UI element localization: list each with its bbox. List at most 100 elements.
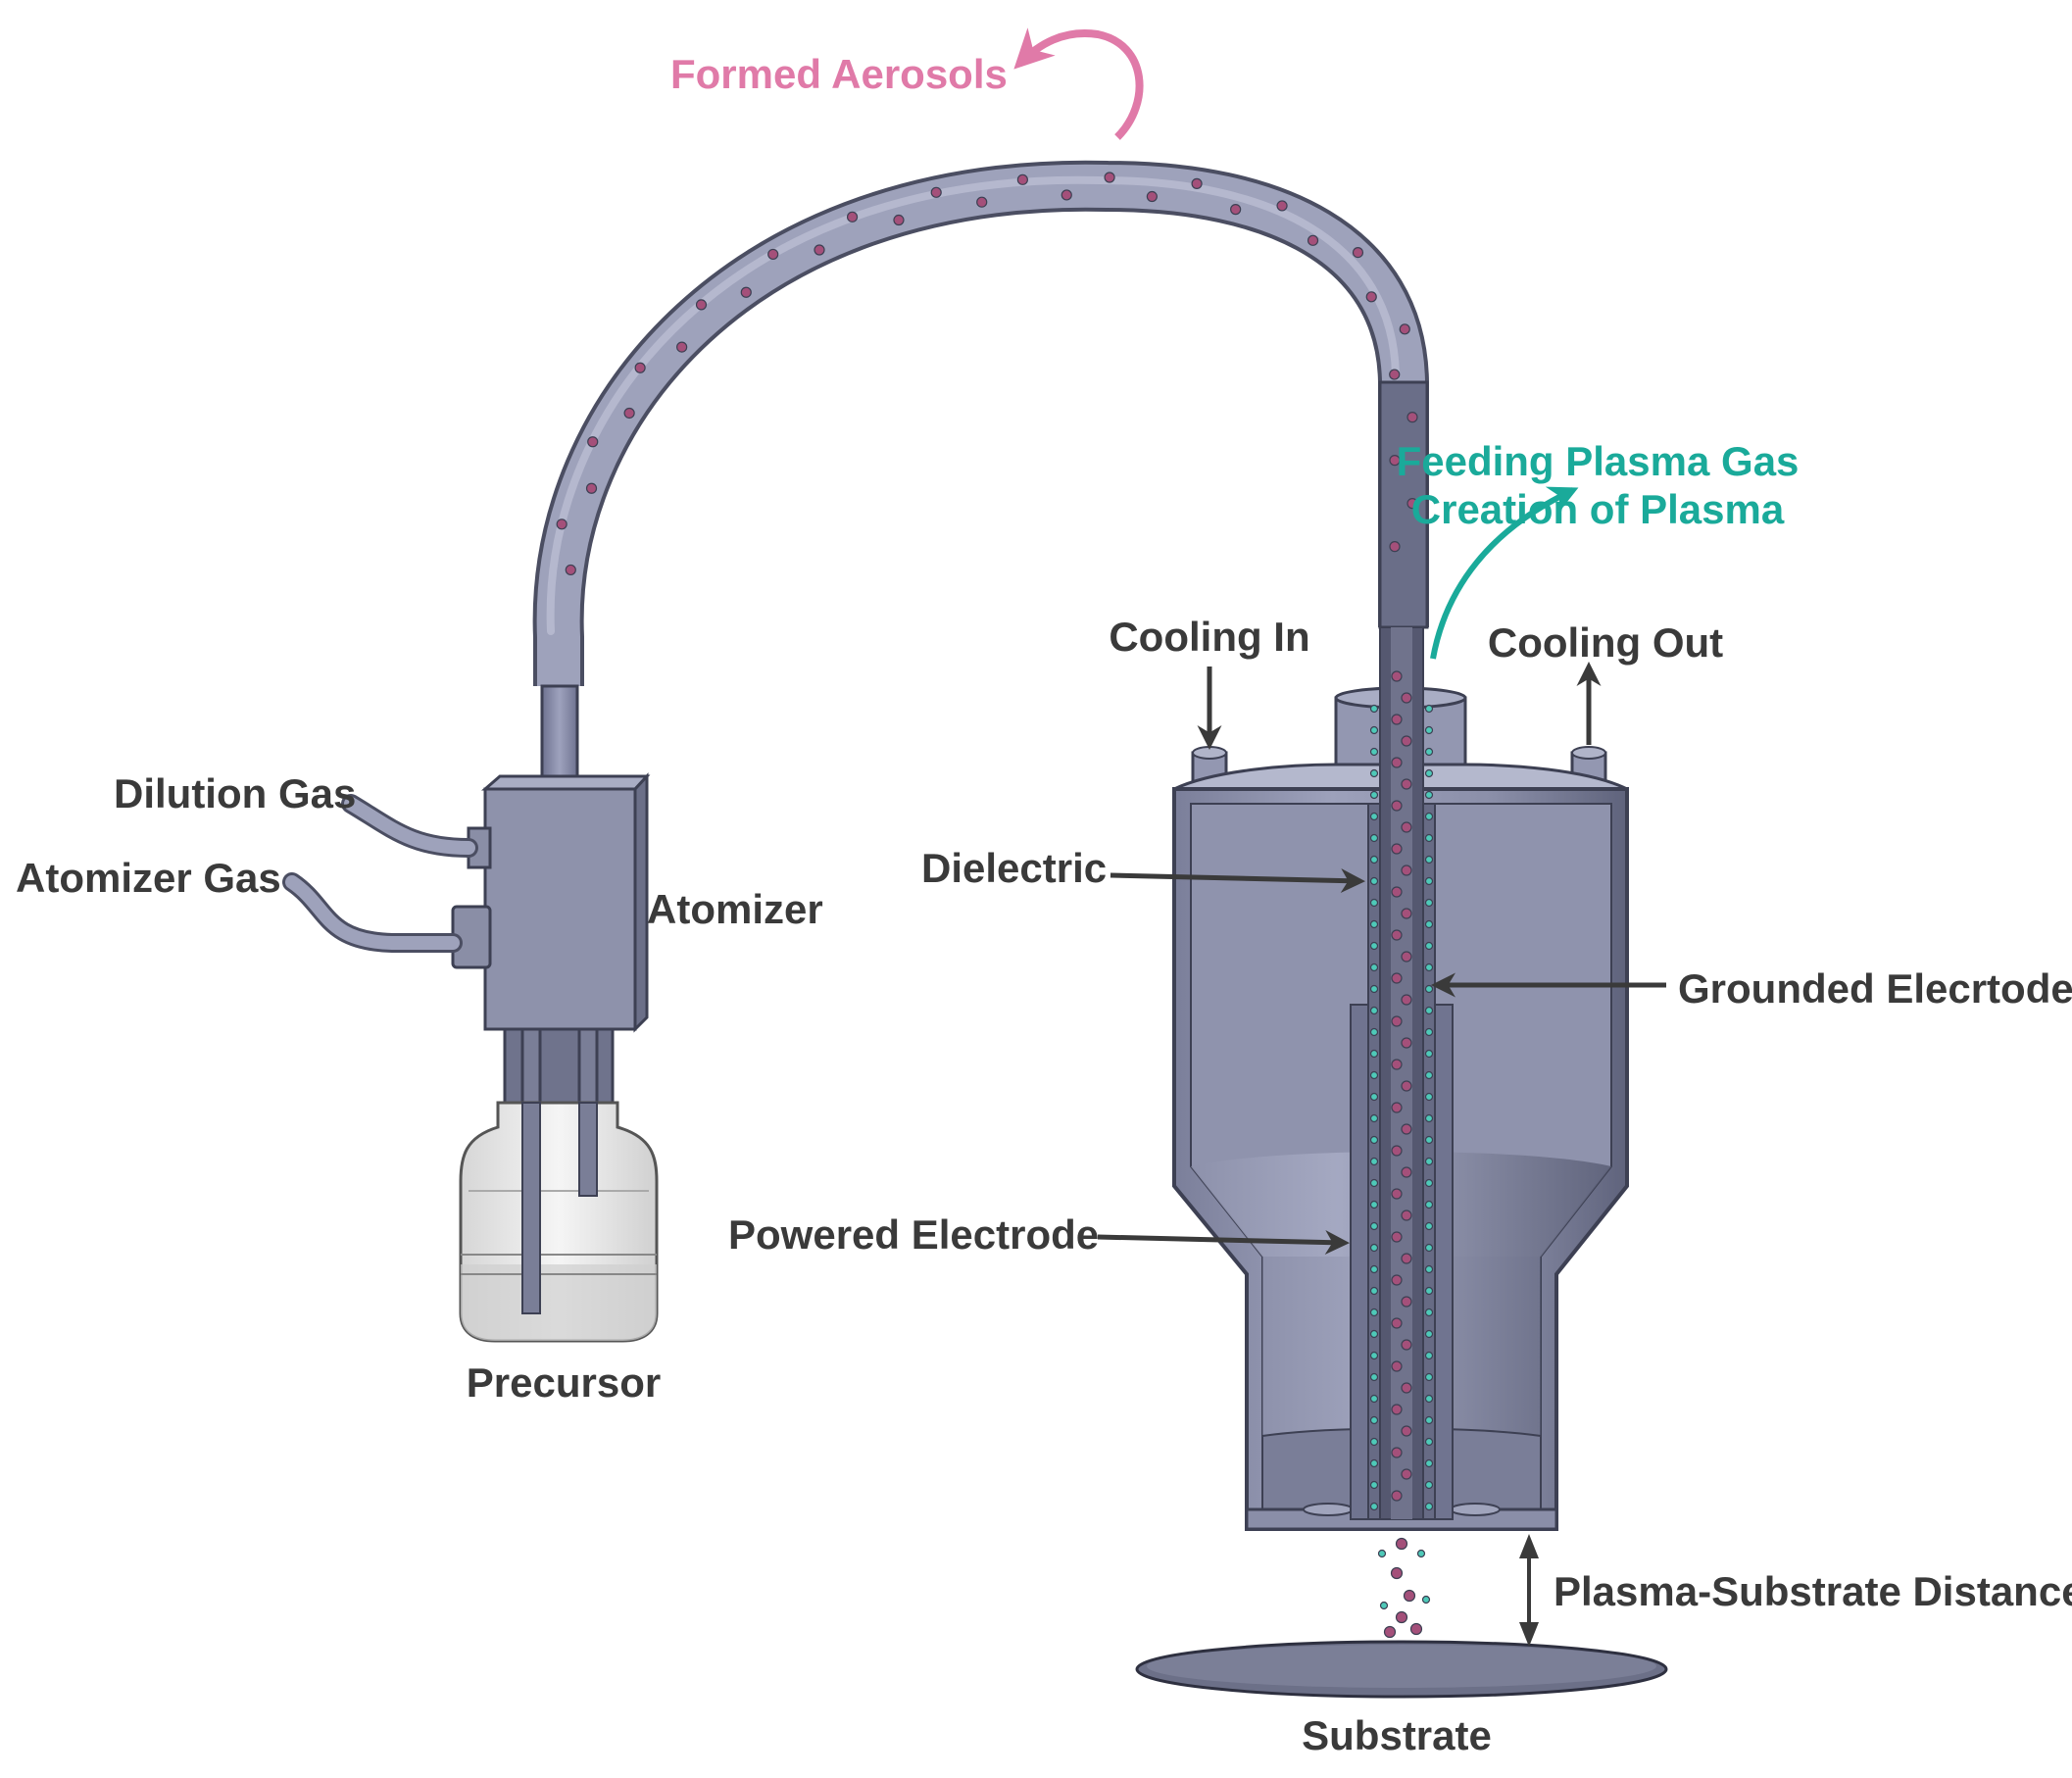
particle	[1391, 1188, 1403, 1200]
particle	[1369, 768, 1379, 778]
particle	[1401, 1339, 1412, 1351]
particle	[1369, 1049, 1379, 1059]
particle	[1416, 1549, 1426, 1558]
particle	[1424, 812, 1434, 821]
particle	[1369, 1006, 1379, 1015]
particle	[1365, 291, 1377, 303]
particle	[1391, 972, 1403, 984]
cooling-out-label: Cooling Out	[1488, 619, 1723, 666]
particle	[1424, 1200, 1434, 1210]
formed-aerosols-arrow	[1013, 27, 1144, 140]
particle	[1369, 1221, 1379, 1231]
particle	[1424, 725, 1434, 735]
particle	[1391, 714, 1403, 725]
particle	[1391, 843, 1403, 855]
particle	[1403, 1589, 1416, 1603]
particle	[846, 211, 859, 222]
particle	[1391, 1059, 1403, 1070]
plasma-substrate-distance-label: Plasma-Substrate Distance	[1554, 1568, 2072, 1614]
particle	[1401, 778, 1412, 790]
particle	[814, 244, 825, 256]
particle	[1424, 941, 1434, 951]
particle	[1424, 704, 1434, 714]
atomizer-block	[451, 772, 651, 1315]
particle	[556, 519, 567, 530]
particle	[1424, 1329, 1434, 1339]
substrate-label: Substrate	[1302, 1712, 1492, 1758]
particle	[1424, 1092, 1434, 1102]
cooling-in-label: Cooling In	[1109, 614, 1309, 660]
particle	[676, 341, 688, 353]
particle	[1424, 1351, 1434, 1360]
particle	[1369, 1458, 1379, 1468]
dielectric-arrow	[1110, 868, 1365, 894]
particle	[1424, 1286, 1434, 1296]
particle	[1369, 1113, 1379, 1123]
particle	[1424, 984, 1434, 994]
particle	[1369, 1437, 1379, 1447]
particle	[1146, 190, 1158, 203]
particle	[1369, 833, 1379, 843]
particle	[1401, 1210, 1412, 1221]
particle	[1424, 876, 1434, 886]
particle	[1369, 1092, 1379, 1102]
particle	[1424, 747, 1434, 757]
particle	[1369, 898, 1379, 908]
particle	[1401, 1037, 1412, 1049]
particle	[1390, 1566, 1404, 1580]
particle	[1369, 919, 1379, 929]
particle	[1399, 323, 1410, 335]
particle	[1401, 864, 1412, 876]
dilution-gas-label: Dilution Gas	[114, 770, 356, 816]
aerosol-transport-tube	[532, 160, 1429, 796]
particle	[1389, 541, 1401, 553]
powered-electrode-label: Powered Electrode	[728, 1211, 1099, 1258]
particle	[1369, 855, 1379, 864]
particle	[1369, 1243, 1379, 1253]
reactor-particles	[1369, 670, 1434, 1511]
particle	[930, 186, 942, 198]
particle	[1391, 886, 1403, 898]
particle	[1401, 1123, 1412, 1135]
precursor-label: Precursor	[467, 1359, 661, 1406]
particle	[1369, 1264, 1379, 1274]
particle	[1369, 1135, 1379, 1145]
particle	[1424, 1178, 1434, 1188]
particle	[1369, 941, 1379, 951]
particle	[587, 436, 599, 448]
particle	[1406, 498, 1418, 510]
particle	[1401, 994, 1412, 1006]
particle	[1424, 1264, 1434, 1274]
particle	[1061, 189, 1072, 201]
particle	[1276, 200, 1288, 212]
particle	[1369, 725, 1379, 735]
particle	[1379, 1601, 1389, 1610]
particle	[767, 248, 779, 261]
particle	[1369, 812, 1379, 821]
particle	[1391, 1231, 1403, 1243]
particle	[1401, 1468, 1412, 1480]
particle	[1389, 455, 1401, 467]
particle	[976, 196, 988, 208]
particle	[1401, 1253, 1412, 1264]
deposition-spray	[1375, 1537, 1431, 1655]
particle	[1424, 919, 1434, 929]
particle	[1391, 757, 1403, 768]
particle	[1424, 1049, 1434, 1059]
particle	[1369, 1329, 1379, 1339]
atomizer-label: Atomizer	[647, 886, 823, 932]
particle	[1409, 1622, 1423, 1636]
particle	[1391, 1404, 1403, 1415]
particle	[1230, 204, 1242, 216]
particle	[1424, 898, 1434, 908]
particle	[1401, 1296, 1412, 1308]
particle	[1369, 1394, 1379, 1404]
powered-electrode-sleeve	[1350, 1004, 1369, 1520]
particle	[1369, 1351, 1379, 1360]
particle	[1401, 908, 1412, 919]
particle	[1401, 735, 1412, 747]
particle	[1395, 1537, 1408, 1551]
particle	[1104, 172, 1115, 183]
particle	[1369, 1027, 1379, 1037]
